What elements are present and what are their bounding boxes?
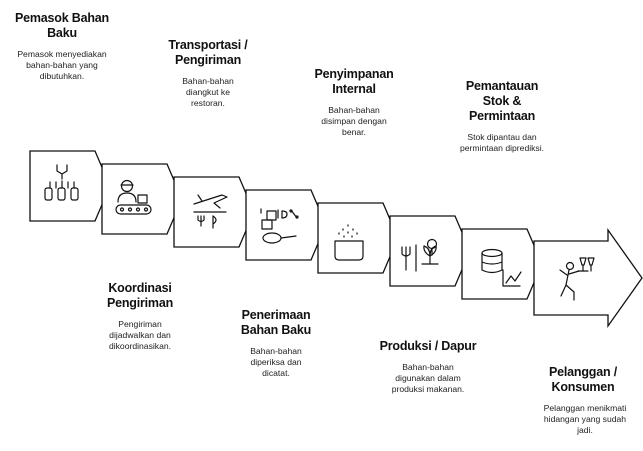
stage-desc: Bahan-bahan diperiksa dan dicatat. [250, 346, 302, 378]
stage-title: Penyimpanan Internal [314, 67, 394, 96]
step-1-block [29, 150, 111, 222]
stage-title: Pelanggan / Konsumen [549, 365, 617, 394]
stage-label-8: Pelanggan / Konsumen Pelanggan menikmati… [523, 365, 643, 436]
step-4-block [245, 189, 327, 261]
stage-title: Pemantauan Stok & Permintaan [465, 79, 539, 123]
stage-label-3: Transportasi / Pengiriman Bahan-bahan di… [156, 38, 260, 109]
stage-desc: Pengiriman dijadwalkan dan dikoordinasik… [108, 319, 172, 351]
stage-label-5: Penyimpanan Internal Bahan-bahan disimpa… [306, 67, 402, 138]
stage-desc: Pemasok menyediakan bahan-bahan yang dib… [17, 49, 107, 81]
stage-title: Pemasok Bahan Baku [15, 11, 109, 40]
kitchen-utensils-icon [401, 238, 439, 272]
stage-title: Koordinasi Pengiriman [106, 281, 174, 310]
stage-label-4: Penerimaan Bahan Baku Bahan-bahan diperi… [228, 308, 324, 379]
storage-container-icon [334, 224, 364, 261]
airplane-utensils-icon [193, 194, 228, 229]
conveyor-worker-icon [115, 179, 152, 215]
stage-label-1: Pemasok Bahan Baku Pemasok menyediakan b… [0, 11, 124, 82]
stage-title: Produksi / Dapur [379, 339, 477, 353]
step-5-block [317, 202, 399, 274]
stage-title: Penerimaan Bahan Baku [240, 308, 312, 337]
step-8-arrow-block [533, 227, 643, 329]
boxes-scale-icon [260, 208, 299, 244]
stage-desc: Stok dipantau dan permintaan diprediksi. [459, 132, 545, 153]
stage-label-6: Produksi / Dapur Bahan-bahan digunakan d… [368, 339, 488, 395]
step-2-block [101, 163, 183, 235]
stage-label-7: Pemantauan Stok & Permintaan Stok dipant… [447, 79, 557, 154]
customer-waiter-icon [559, 257, 595, 301]
stage-desc: Pelanggan menikmati hidangan yang sudah … [543, 403, 627, 435]
database-chart-icon [481, 248, 522, 287]
stage-title: Transportasi / Pengiriman [168, 38, 248, 67]
stage-label-2: Koordinasi Pengiriman Pengiriman dijadwa… [94, 281, 186, 352]
stage-desc: Bahan-bahan diangkut ke restoran. [182, 76, 234, 108]
stage-desc: Bahan-bahan digunakan dalam produksi mak… [391, 362, 465, 394]
supply-bottles-icon [44, 164, 79, 201]
stage-desc: Bahan-bahan disimpan dengan benar. [321, 105, 387, 137]
